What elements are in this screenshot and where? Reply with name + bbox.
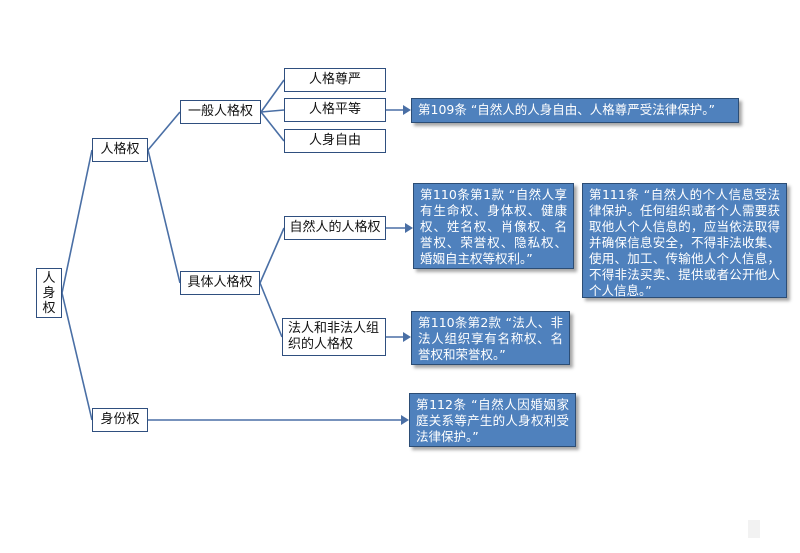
arrow-art112 — [401, 415, 409, 425]
node-freedom: 人身自由 — [284, 129, 386, 153]
node-legal-person: 法人和非法人组织的人格权 — [282, 318, 386, 356]
law-art110-2-text: 第110条第2款 “法人、非法人组织享有名称权、名誉权和荣誉权。” — [418, 315, 563, 362]
arrow-art110-2 — [403, 332, 411, 342]
arrow-art110-1 — [405, 223, 413, 233]
node-specific: 具体人格权 — [180, 271, 260, 295]
node-natural-person: 自然人的人格权 — [284, 216, 386, 240]
law-art112: 第112条 “自然人因婚姻家庭关系等产生的人身权利受法律保护。” — [409, 393, 576, 447]
law-art109-text: 第109条 “自然人的人身自由、人格尊严受法律保护。” — [418, 102, 716, 117]
node-personality: 人格权 — [92, 138, 148, 162]
node-general-label: 一般人格权 — [187, 104, 253, 119]
law-art111: 第111条 “自然人的个人信息受法律保护。任何组织或者个人需要获取他人个人信息的… — [582, 183, 787, 298]
node-personality-label: 人格权 — [100, 142, 140, 157]
node-root: 人身权 — [36, 268, 62, 318]
node-freedom-label: 人身自由 — [308, 133, 361, 148]
connector-general-freedom — [260, 111, 285, 142]
node-specific-label: 具体人格权 — [187, 275, 253, 290]
connector-specific-natural — [259, 227, 285, 284]
connector-specific-legal — [259, 282, 283, 338]
law-art110-1-text: 第110条第1款 “自然人享有生命权、身体权、健康权、姓名权、肖像权、名誉权、荣… — [420, 187, 567, 266]
node-dignity-label: 人格尊严 — [308, 72, 361, 87]
connector-general-dignity — [260, 79, 285, 113]
law-art111-text: 第111条 “自然人的个人信息受法律保护。任何组织或者个人需要获取他人个人信息的… — [589, 187, 780, 298]
node-general: 一般人格权 — [180, 100, 261, 124]
law-art109: 第109条 “自然人的人身自由、人格尊严受法律保护。” — [411, 98, 739, 123]
law-art112-text: 第112条 “自然人因婚姻家庭关系等产生的人身权利受法律保护。” — [416, 397, 569, 444]
node-identity: 身份权 — [92, 408, 148, 432]
law-art110-1: 第110条第1款 “自然人享有生命权、身体权、健康权、姓名权、肖像权、名誉权、荣… — [413, 183, 574, 269]
node-dignity: 人格尊严 — [284, 68, 386, 92]
law-art110-2: 第110条第2款 “法人、非法人组织享有名称权、名誉权和荣誉权。” — [411, 311, 570, 365]
node-equality: 人格平等 — [284, 98, 386, 122]
node-equality-label: 人格平等 — [308, 102, 361, 117]
node-legal-person-label: 法人和非法人组织的人格权 — [288, 321, 380, 352]
connector-root-identity — [61, 292, 93, 421]
corner-mark — [748, 520, 760, 538]
connector-root-personality — [61, 149, 93, 294]
arrow-art109 — [403, 105, 411, 115]
node-identity-label: 身份权 — [100, 412, 140, 427]
connector-personality-specific — [147, 149, 181, 284]
node-natural-person-label: 自然人的人格权 — [289, 220, 381, 235]
connector-personality-general — [147, 111, 181, 151]
connector-general-equality — [260, 109, 285, 113]
node-root-label: 人身权 — [42, 270, 56, 316]
